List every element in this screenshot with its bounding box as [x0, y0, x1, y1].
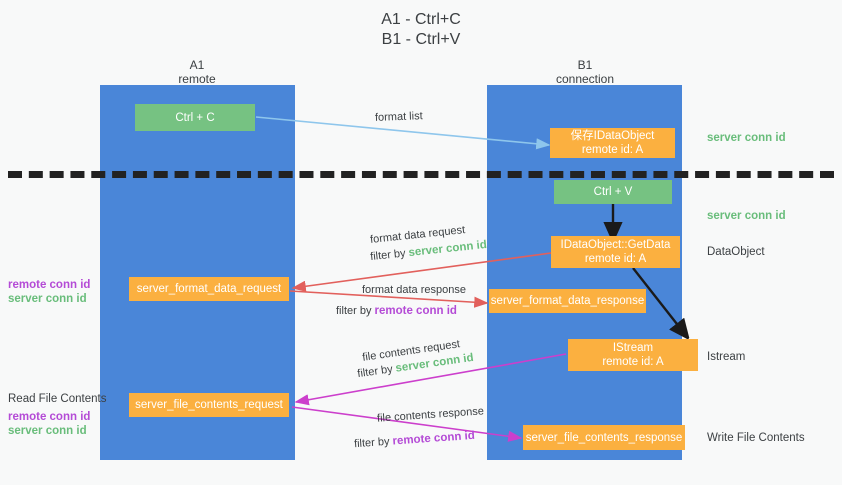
box-save-data-object-line1: 保存IDataObject [570, 130, 655, 142]
left-label-remote-conn-id-2: remote conn id [8, 411, 91, 423]
box-server-format-data-request[interactable]: server_format_data_request [129, 277, 289, 301]
left-label-remote-conn-id-1: remote conn id [8, 279, 91, 291]
page-title: A1 - Ctrl+C B1 - Ctrl+V [0, 10, 842, 50]
right-label-istream: Istream [707, 351, 746, 363]
column-header-a1: A1 remote [97, 58, 297, 86]
column-a1-subtitle: remote [178, 72, 216, 86]
box-get-data-line1: IDataObject::GetData [560, 239, 671, 251]
box-save-data-object[interactable]: 保存IDataObject remote id: A [550, 128, 675, 158]
left-label-read-file-contents: Read File Contents [8, 393, 107, 405]
box-server-file-contents-request[interactable]: server_file_contents_request [129, 393, 289, 417]
box-server-format-data-request-label: server_format_data_request [136, 283, 282, 295]
box-istream-line1: IStream [612, 342, 654, 354]
box-get-data-line2: remote id: A [584, 253, 647, 265]
box-server-file-contents-response[interactable]: server_file_contents_response [523, 425, 685, 450]
column-b1-name: B1 [577, 58, 593, 72]
filter-prefix: filter by [336, 305, 375, 317]
left-label-server-conn-id-2: server conn id [8, 425, 87, 437]
box-save-data-object-line2: remote id: A [581, 144, 644, 156]
box-ctrl-c-label: Ctrl + C [175, 111, 215, 124]
box-ctrl-v-label: Ctrl + V [593, 186, 633, 198]
filter-value-remote-conn-id: remote conn id [392, 429, 476, 448]
right-label-write-file-contents: Write File Contents [707, 432, 805, 444]
filter-prefix: filter by [356, 362, 397, 381]
box-ctrl-v[interactable]: Ctrl + V [554, 180, 672, 204]
box-istream-line2: remote id: A [602, 356, 664, 368]
box-server-file-contents-request-label: server_file_contents_request [135, 399, 283, 411]
dashed-separator [8, 171, 834, 178]
box-server-file-contents-response-label: server_file_contents_response [525, 431, 683, 444]
box-ctrl-c[interactable]: Ctrl + C [135, 104, 255, 131]
filter-prefix: filter by [353, 435, 393, 451]
right-label-server-conn-id-second: server conn id [707, 210, 786, 222]
arrow-label-file-contents-response-filter: filter by remote conn id [354, 429, 476, 452]
right-label-server-conn-id-top: server conn id [707, 132, 786, 144]
box-istream[interactable]: IStream remote id: A [568, 339, 698, 371]
arrow-label-file-contents-response: file contents response [376, 405, 485, 425]
arrow-label-format-data-response: format data response [362, 284, 466, 296]
column-a1-name: A1 [189, 58, 205, 72]
title-line-2: B1 - Ctrl+V [381, 31, 461, 48]
filter-prefix: filter by [369, 247, 410, 264]
arrow-label-format-list: format list [374, 110, 423, 124]
arrow-label-format-data-response-filter: filter by remote conn id [336, 304, 457, 319]
box-get-data[interactable]: IDataObject::GetData remote id: A [551, 236, 680, 268]
column-header-b1: B1 connection [485, 58, 685, 86]
box-server-format-data-response[interactable]: server_format_data_response [489, 289, 646, 313]
title-line-1: A1 - Ctrl+C [381, 11, 461, 28]
right-label-data-object: DataObject [707, 246, 765, 258]
box-server-format-data-response-label: server_format_data_response [490, 295, 645, 307]
column-b1-subtitle: connection [555, 72, 615, 86]
left-label-server-conn-id-1: server conn id [8, 293, 87, 305]
filter-value-remote-conn-id: remote conn id [374, 305, 457, 317]
